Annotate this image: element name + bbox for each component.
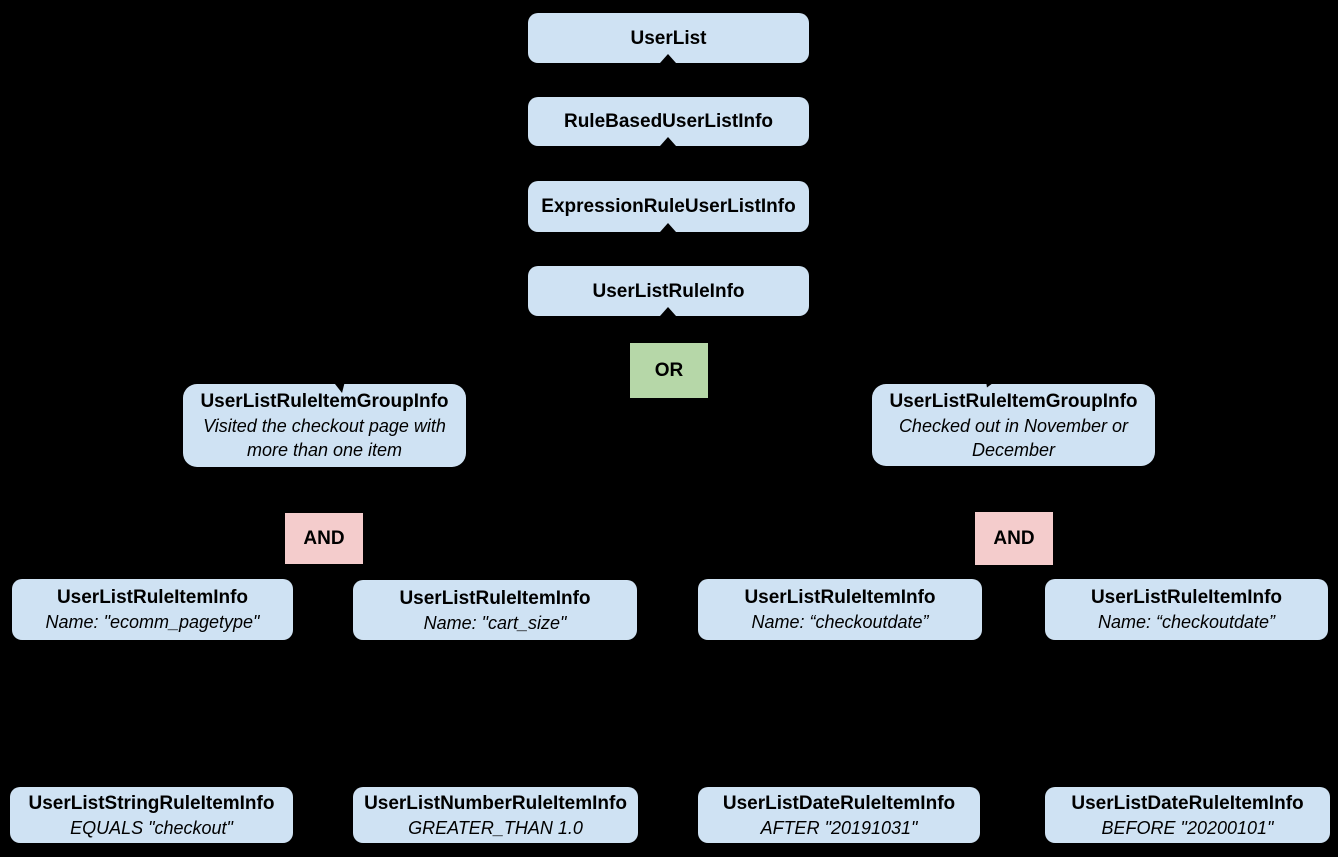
node-label: UserListRuleItemGroupInfo — [200, 391, 449, 412]
and-operator-badge-left: AND — [285, 513, 363, 564]
node-description: BEFORE "20200101" — [1101, 817, 1274, 838]
node-ruleiteminfo-cart-size: UserListRuleItemInfo Name: "cart_size" — [353, 580, 637, 640]
node-ruleitemgroup-right: UserListRuleItemGroupInfo Checked out in… — [872, 384, 1155, 466]
node-label: UserListRuleItemInfo — [744, 587, 936, 608]
node-stringruleiteminfo: UserListStringRuleItemInfo EQUALS "check… — [10, 787, 293, 843]
node-dateruleiteminfo-before: UserListDateRuleItemInfo BEFORE "2020010… — [1045, 787, 1330, 843]
node-ruleitemgroup-left: UserListRuleItemGroupInfo Visited the ch… — [183, 384, 466, 467]
node-ruleiteminfo-checkoutdate-1: UserListRuleItemInfo Name: “checkoutdate… — [698, 579, 982, 640]
node-description: Name: "cart_size" — [423, 612, 567, 633]
node-ruleiteminfo-ecomm-pagetype: UserListRuleItemInfo Name: "ecomm_pagety… — [12, 579, 293, 640]
node-label: RuleBasedUserListInfo — [563, 111, 774, 132]
node-dateruleiteminfo-after: UserListDateRuleItemInfo AFTER "20191031… — [698, 787, 980, 843]
node-label: UserListDateRuleItemInfo — [722, 792, 956, 814]
operator-label: AND — [303, 527, 345, 549]
node-label: UserListRuleItemInfo — [399, 587, 591, 609]
node-label: UserList — [630, 27, 707, 49]
node-description: Name: “checkoutdate” — [1097, 612, 1276, 632]
node-description: GREATER_THAN 1.0 — [408, 817, 583, 838]
arrowhead-icon — [660, 307, 676, 316]
node-label: UserListRuleItemGroupInfo — [889, 390, 1138, 412]
node-description: Name: "ecomm_pagetype" — [45, 612, 260, 632]
node-label: UserListNumberRuleItemInfo — [364, 792, 627, 814]
node-numberruleiteminfo: UserListNumberRuleItemInfo GREATER_THAN … — [353, 787, 638, 843]
node-label: UserListRuleInfo — [592, 280, 745, 302]
node-description: Name: “checkoutdate” — [751, 612, 929, 632]
or-operator-badge: OR — [630, 343, 708, 398]
node-description: EQUALS "checkout" — [70, 817, 233, 838]
node-description: Checked out in November or December — [898, 415, 1129, 460]
arrowhead-icon — [660, 137, 676, 146]
arrowhead-icon — [660, 223, 676, 232]
node-label: UserListDateRuleItemInfo — [1071, 792, 1304, 814]
node-label: UserListRuleItemInfo — [1090, 587, 1283, 608]
node-description: AFTER "20191031" — [760, 817, 918, 838]
and-operator-badge-right: AND — [975, 512, 1053, 565]
operator-label: OR — [654, 359, 684, 381]
node-label: UserListRuleItemInfo — [56, 587, 249, 608]
node-ruleiteminfo-checkoutdate-2: UserListRuleItemInfo Name: “checkoutdate… — [1045, 579, 1328, 640]
node-label: ExpressionRuleUserListInfo — [541, 196, 796, 217]
node-description: Visited the checkout page with more than… — [203, 416, 446, 460]
operator-label: AND — [993, 527, 1035, 549]
node-label: UserListStringRuleItemInfo — [28, 792, 275, 814]
arrowhead-icon — [660, 54, 676, 63]
